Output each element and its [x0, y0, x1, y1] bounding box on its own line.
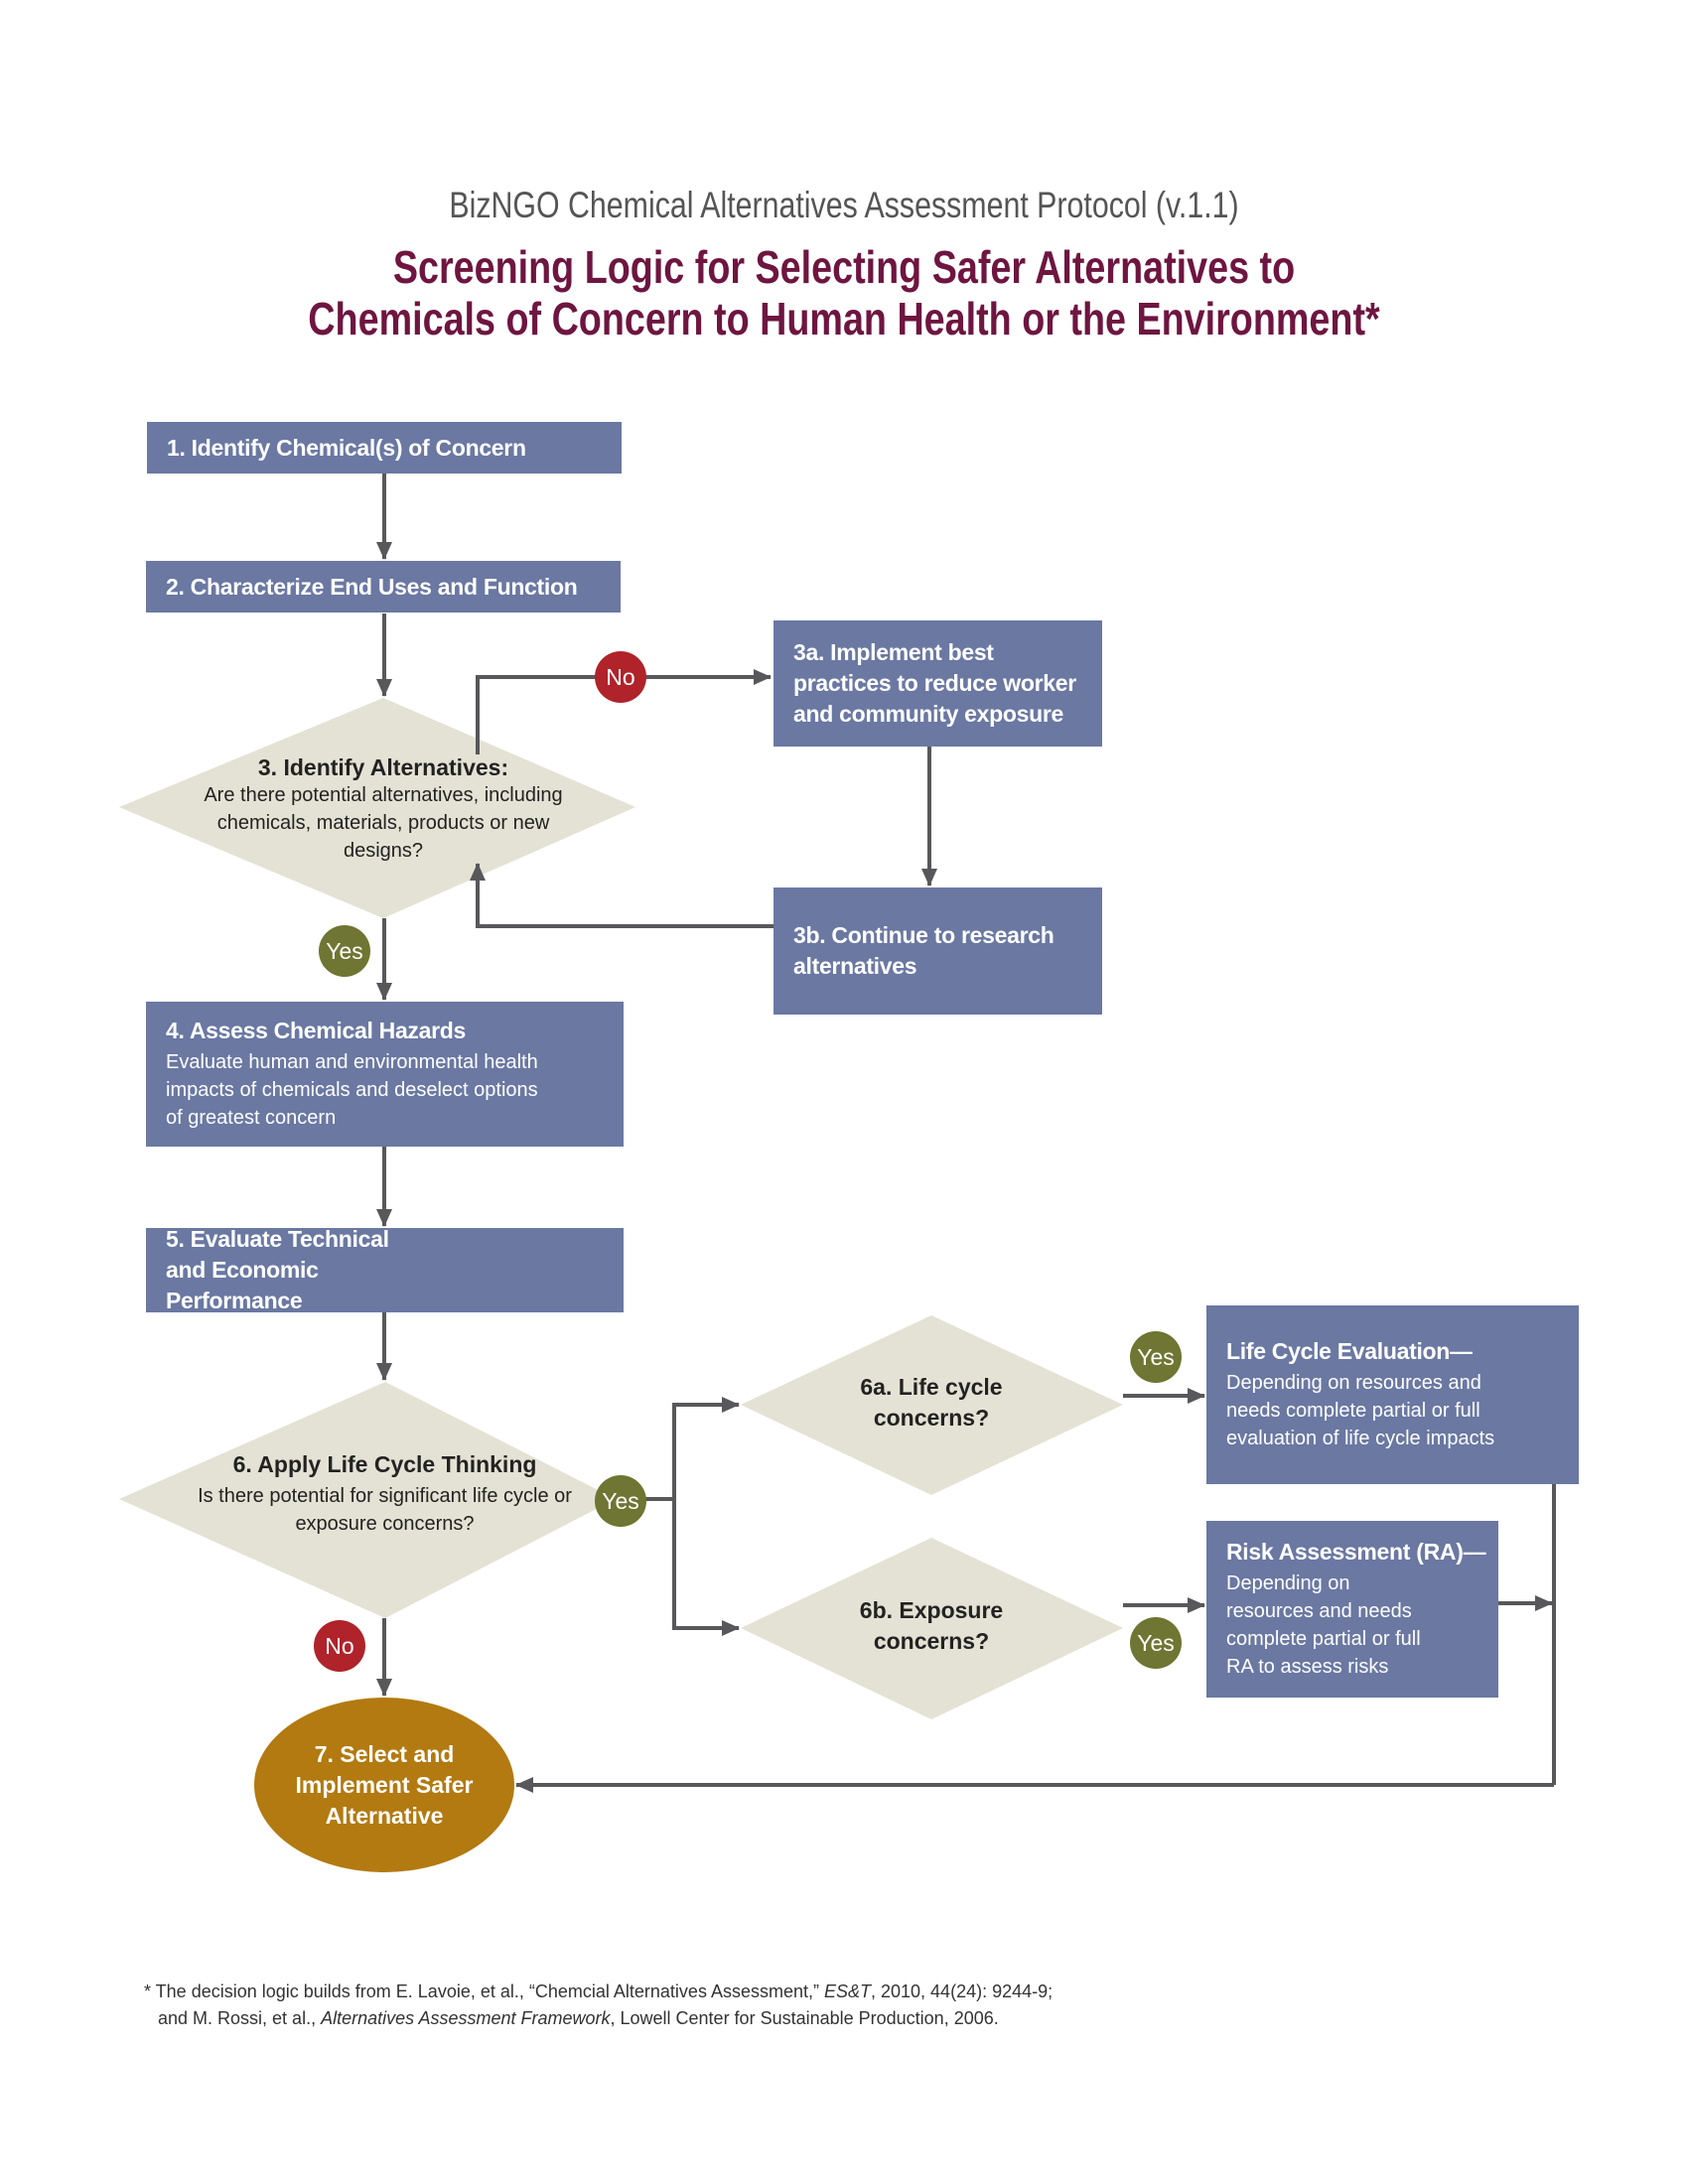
- no-badge-step-3: No: [595, 651, 646, 703]
- footnote-text: * The decision logic builds from E. Lavo…: [144, 1981, 824, 2001]
- footnote-journal: ES&T: [823, 1981, 871, 2001]
- diamond-step-6a: [741, 1315, 1123, 1495]
- document-title-line-1: Screening Logic for Selecting Safer Alte…: [392, 241, 1296, 293]
- step-2-box[interactable]: 2. Characterize End Uses and Function: [146, 561, 621, 613]
- diamond-step-3: [119, 698, 635, 918]
- arrow-3-no-to-3a: [476, 669, 772, 754]
- footnote-text: and M. Rossi, et al.,: [158, 2008, 322, 2028]
- footnote-line-1: * The decision logic builds from E. Lavo…: [144, 1979, 1053, 2005]
- step-4-box[interactable]: 4. Assess Chemical Hazards Evaluate huma…: [146, 1002, 624, 1147]
- step-7-heading: 7. Select and Implement Safer Alternativ…: [295, 1740, 474, 1829]
- yes-badge-step-3: Yes: [319, 925, 370, 977]
- step-2-heading: 2. Characterize End Uses and Function: [166, 573, 578, 600]
- step-6b-text[interactable]: 6b. Exposure concerns?: [837, 1595, 1026, 1657]
- yes-badge-step-6: Yes: [595, 1475, 646, 1527]
- yes-badge-step-6b: Yes: [1130, 1617, 1182, 1669]
- step-6-text[interactable]: 6. Apply Life Cycle Thinking Is there po…: [184, 1451, 586, 1538]
- step-1-heading: 1. Identify Chemical(s) of Concern: [167, 434, 526, 461]
- life-cycle-evaluation-box[interactable]: Life Cycle Evaluation— Depending on reso…: [1206, 1305, 1579, 1484]
- step-4-body: Evaluate human and environmental health …: [166, 1050, 538, 1129]
- step-6a-heading: 6a. Life cycle concerns?: [860, 1374, 1003, 1431]
- lce-heading: Life Cycle Evaluation—: [1226, 1337, 1473, 1364]
- footnote-book: Alternatives Assessment Framework: [321, 2008, 611, 2028]
- arrow-to-6b: [672, 1499, 740, 1636]
- step-1-box[interactable]: 1. Identify Chemical(s) of Concern: [147, 422, 622, 474]
- footnote-text: , 2010, 44(24): 9244-9;: [871, 1981, 1054, 2001]
- step-3b-heading: 3b. Continue to research alternatives: [793, 922, 1055, 979]
- footnote: * The decision logic builds from E. Lavo…: [144, 1979, 1053, 2032]
- step-6-body: Is there potential for significant life …: [198, 1485, 572, 1535]
- step-3-heading: 3. Identify Alternatives:: [257, 754, 509, 780]
- document-subtitle: BizNGO Chemical Alternatives Assessment …: [449, 185, 1239, 225]
- step-3-text[interactable]: 3. Identify Alternatives: Are there pote…: [179, 754, 588, 865]
- no-badge-step-6: No: [314, 1620, 365, 1672]
- diamond-step-6: [119, 1382, 616, 1618]
- diamond-step-6b: [741, 1538, 1123, 1719]
- document-title-line-2: Chemicals of Concern to Human Health or …: [308, 293, 1380, 344]
- yes-badge-step-6a: Yes: [1130, 1331, 1182, 1383]
- step-6-heading: 6. Apply Life Cycle Thinking: [232, 1451, 537, 1477]
- arrow-3b-to-3: [470, 863, 774, 928]
- step-6b-heading: 6b. Exposure concerns?: [859, 1597, 1004, 1654]
- footnote-line-2: and M. Rossi, et al., Alternatives Asses…: [144, 2005, 1053, 2032]
- step-5-heading: 5. Evaluate Technical and Economic Perfo…: [166, 1226, 389, 1313]
- step-6a-text[interactable]: 6a. Life cycle concerns?: [837, 1372, 1026, 1433]
- ra-body: Depending on resources and needs complet…: [1226, 1571, 1421, 1678]
- step-3b-box[interactable]: 3b. Continue to research alternatives: [774, 887, 1102, 1015]
- step-4-heading: 4. Assess Chemical Hazards: [166, 1017, 467, 1043]
- step-3a-box[interactable]: 3a. Implement best practices to reduce w…: [774, 620, 1102, 747]
- footnote-text: , Lowell Center for Sustainable Producti…: [610, 2008, 999, 2028]
- step-3a-heading: 3a. Implement best practices to reduce w…: [793, 639, 1076, 727]
- step-5-box[interactable]: 5. Evaluate Technical and Economic Perfo…: [146, 1226, 624, 1313]
- lce-body: Depending on resources and needs complet…: [1226, 1371, 1495, 1449]
- risk-assessment-box[interactable]: Risk Assessment (RA)— Depending on resou…: [1206, 1521, 1498, 1698]
- arrow-to-6a: [672, 1397, 740, 1499]
- step-3-body: Are there potential alternatives, includ…: [204, 784, 563, 862]
- ra-heading: Risk Assessment (RA)—: [1226, 1538, 1486, 1565]
- step-7-final-ellipse[interactable]: 7. Select and Implement Safer Alternativ…: [254, 1698, 514, 1872]
